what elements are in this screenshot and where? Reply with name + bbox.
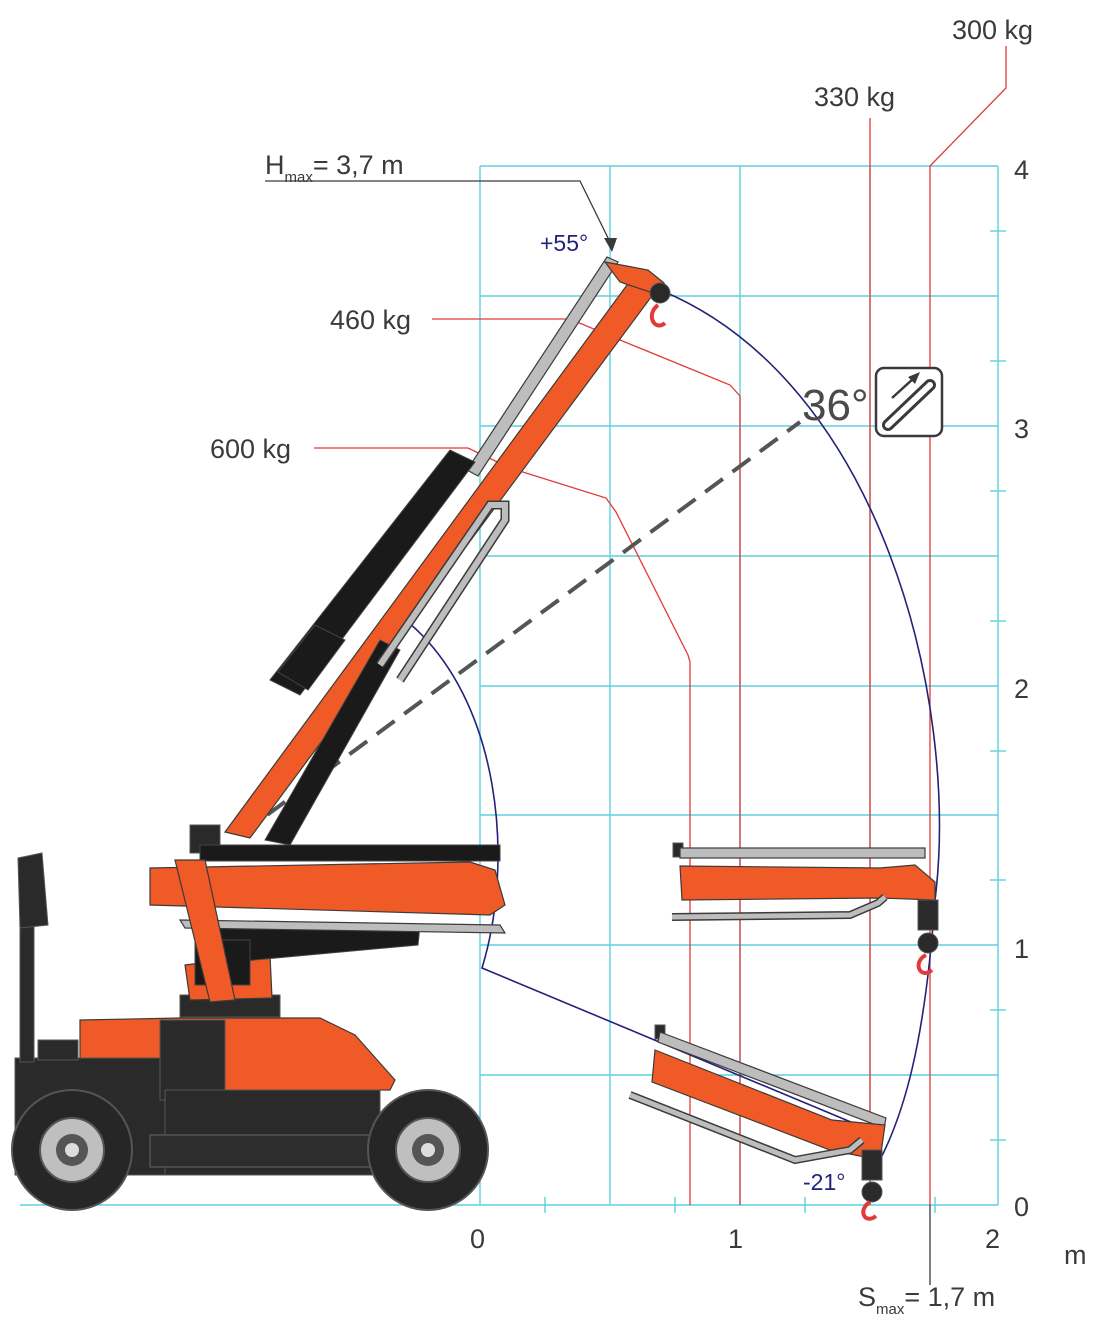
y-tick-2: 2: [1014, 674, 1029, 704]
limit-300kg-line: [929, 46, 1007, 1205]
load-600kg-label: 600 kg: [210, 434, 291, 464]
outer-reach-arc: [659, 289, 941, 1179]
y-tick-0: 0: [1014, 1192, 1029, 1222]
x-tick-1: 1: [728, 1224, 743, 1254]
load-300kg-label: 300 kg: [952, 15, 1033, 45]
h-max-subscript: max: [285, 169, 314, 186]
svg-text:Smax= 1,7 m: Smax= 1,7 m: [858, 1282, 995, 1318]
s-max-value: = 1,7 m: [904, 1282, 995, 1312]
svg-text:Hmax= 3,7 m: Hmax= 3,7 m: [265, 150, 404, 186]
x-axis-unit: m: [1064, 1240, 1087, 1270]
load-460kg-label: 460 kg: [330, 305, 411, 335]
load-limit-lines: [314, 46, 1007, 1205]
angle-extension-label: 36°: [802, 381, 869, 430]
x-axis-labels: 0 1 2 m: [470, 1224, 1087, 1270]
h-max-symbol: H: [265, 150, 285, 180]
x-tick-2: 2: [985, 1224, 1000, 1254]
load-330kg-label: 330 kg: [814, 82, 895, 112]
s-max-symbol: S: [858, 1282, 876, 1312]
crane-main-arm: [149, 824, 507, 1003]
inner-reach-arc: [407, 621, 871, 1131]
angle-bottom-label: -21°: [803, 1169, 845, 1195]
wheel-left: [11, 1089, 133, 1211]
crane-lowered-jib: [628, 1024, 887, 1221]
y-axis-labels: 0 1 2 3 4: [1014, 155, 1029, 1222]
h-max-value: = 3,7 m: [313, 150, 404, 180]
angle-top-label: +55°: [540, 230, 588, 256]
h-max-label: Hmax= 3,7 m: [265, 150, 617, 252]
y-tick-3: 3: [1014, 414, 1029, 444]
limit-460kg-line: [432, 318, 741, 1205]
limit-600kg-line: [314, 447, 691, 1205]
crane-raised-boom: [223, 256, 671, 846]
boom-extension-icon: [874, 366, 944, 438]
crane-horizontal-jib: [671, 842, 939, 975]
wheel-right: [367, 1089, 489, 1211]
crane-chassis: [11, 852, 489, 1211]
s-max-subscript: max: [876, 1301, 905, 1318]
x-tick-0: 0: [470, 1224, 485, 1254]
reach-arcs: [407, 289, 941, 1179]
y-tick-4: 4: [1014, 155, 1029, 185]
y-tick-1: 1: [1014, 934, 1029, 964]
s-max-label: Smax= 1,7 m: [858, 1282, 995, 1318]
